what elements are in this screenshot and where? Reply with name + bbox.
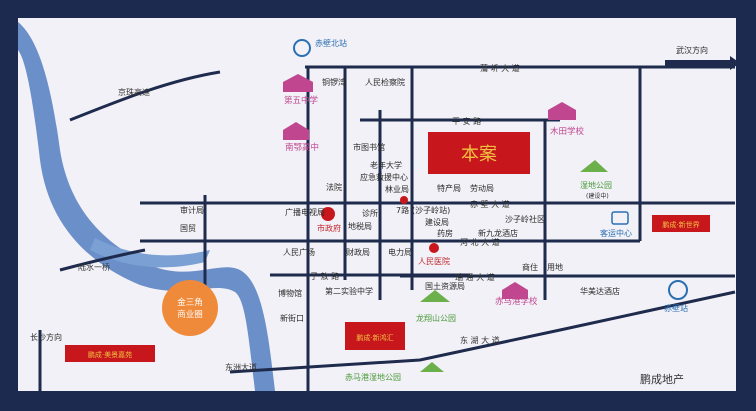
wetland-park-icon — [580, 160, 608, 172]
road-label-ziao: 子 敖 路 — [310, 271, 339, 281]
bus-stop-icon — [400, 196, 408, 204]
site-label: 本案 — [461, 144, 497, 165]
project-site — [428, 132, 530, 174]
label-xinjiekou: 新街口 — [280, 313, 304, 323]
train-icon-chibi — [668, 280, 688, 300]
lushui-river — [18, 22, 275, 391]
label-no5school: 第五中学 — [284, 95, 319, 106]
label-power: 电力局 — [388, 247, 412, 257]
label-construction: 建设局 — [425, 217, 449, 227]
road-lushui-bridge — [59, 248, 146, 272]
commerce-label-2: 商业圈 — [177, 309, 203, 320]
label-no2school: 第二实验中学 — [325, 286, 373, 296]
label-wetland-sub: (建设中) — [586, 192, 609, 200]
road-label-dongzhou: 东洲大道 — [225, 362, 257, 372]
tag-bottom-left-text: 鹏成·美景嘉苑 — [88, 350, 132, 359]
label-audit: 审计局 — [180, 205, 204, 215]
label-finance: 财政局 — [346, 247, 370, 257]
road-jingzhu — [69, 70, 221, 122]
road-label-hebei: 河 北 大 道 — [460, 237, 500, 247]
label-landres: 国土资源局 — [425, 281, 465, 291]
gov-star-icon — [321, 207, 335, 221]
road-label-bridge: 陆水一桥 — [78, 262, 110, 272]
label-tv: 广播电视局 — [285, 207, 325, 217]
label-court: 法院 — [326, 182, 342, 192]
label-forestry: 林业局 — [385, 184, 409, 194]
label-changsha: 长沙方向 — [30, 332, 62, 342]
label-wetland: 湿地公园 — [580, 180, 612, 190]
tag-project — [345, 322, 405, 350]
label-shazi-comm: 沙子岭社区 — [505, 214, 545, 224]
label-gov: 市政府 — [317, 223, 341, 233]
label-huameida: 华美达酒店 — [580, 286, 620, 296]
tag-project-text: 鹏成·新鸿汇 — [356, 333, 393, 342]
label-elder: 老年大学 — [370, 160, 402, 170]
label-shangyong: 商住 — [522, 262, 538, 272]
label-chibi-station: 赤壁站 — [664, 303, 688, 313]
label-landbureau: 地税局 — [348, 221, 372, 231]
label-wuhan: 武汉方向 — [676, 45, 708, 55]
label-zijing: 7路 — [396, 205, 409, 215]
label-labor: 劳动局 — [470, 183, 494, 193]
label-hospital: 人民医院 — [418, 256, 450, 266]
label-nane: 南鄂高中 — [285, 142, 319, 153]
label-pharmacy: 药房 — [437, 228, 453, 238]
road-label-pushi: 蒲 圻 大 道 — [480, 63, 520, 73]
label-procuratorate: 人民检察院 — [365, 77, 405, 87]
tag-bottom-left — [65, 345, 155, 362]
label-library: 市图书馆 — [353, 142, 385, 152]
river-branch — [90, 238, 210, 268]
label-tongbingwan: 铜锣湾 — [322, 77, 346, 87]
label-chimagang-park: 赤马港湿地公园 — [345, 372, 401, 382]
road-label-chibi: 赤 壁 大 道 — [470, 199, 510, 209]
label-shazi-small: (沙子岭站) — [412, 205, 450, 215]
label-longxiang: 龙翔山公园 — [416, 313, 456, 323]
bus-icon — [611, 211, 629, 225]
commerce-zone — [162, 280, 218, 336]
label-clinic: 诊所 — [362, 208, 378, 218]
label-yongdi: 用地 — [547, 262, 563, 272]
label-bus-center: 客运中心 — [600, 228, 632, 238]
road-label-ruitong: 瑞 通 大 道 — [455, 272, 495, 282]
label-chibi-north: 赤壁北站 — [315, 38, 347, 48]
label-museum: 博物馆 — [278, 288, 302, 298]
road-label-jingzhu: 京珠高速 — [118, 87, 150, 97]
label-chimagang: 赤马港学校 — [495, 296, 538, 307]
label-tepin: 特产局 — [437, 183, 461, 193]
commerce-label-1: 金三角 — [177, 297, 203, 308]
tag-right-text: 鹏成·新世界 — [662, 220, 699, 229]
label-people-sq: 人民广场 — [283, 247, 315, 257]
school-icon-nane — [283, 122, 309, 140]
longxiang-park-icon — [420, 290, 450, 302]
road-label-pingan: 平 安 路 — [452, 116, 481, 126]
school-icon-chimagang — [502, 282, 528, 299]
label-muzhu: 木田学校 — [550, 126, 585, 137]
label-xinjiujiu: 新九龙酒店 — [478, 228, 518, 238]
road-label-donghu: 东 湖 大 道 — [460, 335, 500, 345]
school-icon-muzhu — [548, 102, 576, 120]
road-donghu — [229, 290, 736, 374]
tag-right — [652, 215, 710, 232]
school-icon-5 — [283, 74, 313, 92]
chimagang-park-icon — [420, 362, 444, 372]
label-rescue: 应急救援中心 — [360, 172, 408, 182]
arrow-wuhan — [665, 56, 740, 70]
label-guomao: 国贸 — [180, 223, 196, 233]
train-icon-north — [293, 39, 311, 57]
hospital-icon — [429, 243, 439, 253]
watermark: 鹏成地产 — [640, 372, 684, 386]
